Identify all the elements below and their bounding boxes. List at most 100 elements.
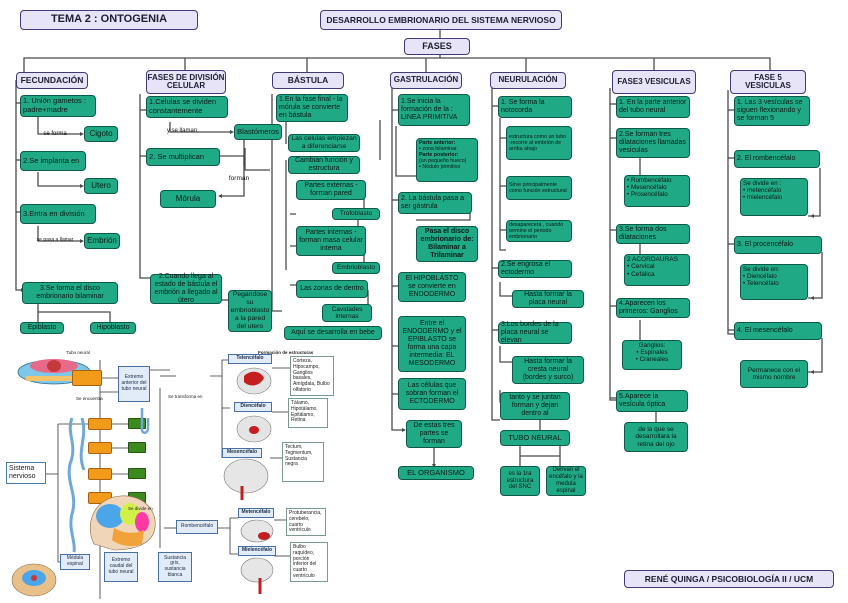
f3-acord-1: • Cervical [627,263,655,271]
bas-bebe: Aquí se desarrolla en bebe [284,326,382,340]
neu-derivan: Derivan el encéfalo y la medula espinal [546,466,586,496]
bas-zonas: Las zonas de dentro [296,280,368,298]
f3-vesiculas-list: • Rombencéfalo • Mesencéfalo • Prosencéf… [624,175,690,207]
div-forman: forman [228,175,250,183]
neu-notocorda: 1. Se forma la notocorda [498,96,572,118]
inset-top-label: Tubo neural [66,350,90,355]
gas-disco: Pasa el disco embrionario de: Bilaminar … [416,226,478,262]
fec-embrion: Embrión [84,233,120,249]
inset-tel-txt: Corteza, Hipocampo, Ganglios basales, Am… [290,356,334,396]
fec-implanta: 2.Se implanta en [20,151,86,171]
inset-orange-top [72,370,102,386]
inset-rombencefalo-box: Rombencéfalo [176,520,218,534]
gas-posterior-title: Parte posterior: [419,152,459,159]
header-neurulacion: NEURULACIÓN [490,72,566,89]
inset-spine-illustration [10,562,58,598]
div-morula: Mórula [160,190,216,208]
bas-cambian: Cambian función y estructura [288,156,360,174]
gas-linea: 1.Se inicia la formación de la : LINEA P… [398,94,470,126]
f5-mesencefalo: 4. El mesencéfalo [734,322,822,340]
fec-epiblasto: Epiblasto [20,322,64,334]
f5-rombencefalo: 2. El rombencéfalo [734,150,820,168]
gas-anterior-title: Parte anterior: [419,140,456,146]
inset-mielencefalo-label: Mielencéfalo [238,546,276,556]
f3-dos-dilataciones: 3.Se forma dos dilataciones [616,224,690,244]
inset-green-1 [128,418,146,429]
inset-orange-2 [88,442,112,454]
div-y-se-llaman: y se llaman [166,127,198,134]
brain-metencefalo-icon [240,519,274,543]
f3-list-3: • Prosencéfalo [627,191,668,199]
gas-posterior-item1: (un pequeño hueco) [419,158,467,165]
f5-romb-2: • mielencéfalo [743,194,783,202]
gas-ectodermo: Las células que sobran forman el ECTODER… [398,378,466,410]
div-blastomeros: Blastómeros [234,124,282,140]
inset-met-txt: Protuberancia, cerebelo, cuarto ventrícu… [286,508,326,536]
inset-diencefalo-label: Diencéfalo [234,402,272,412]
neu-se-juntan: tanto y se juntan forman y dejan dentro … [500,392,570,420]
inset-divide: Se divide en [128,506,153,511]
f5-romb-1: • metencéfalo [743,187,782,195]
brain-mielencefalo-icon [240,557,274,594]
header-division: FASES DE DIVISIÓN CELULAR [146,70,226,94]
header-gastrulacion: GASTRULACIÓN [390,72,462,89]
f5-proc-divide: Se divide en: • Diencéfalo • Telencéfalo [740,264,808,300]
inset-green-2 [128,442,146,453]
header-fase3: FASE3 VESICULAS [612,70,696,94]
inset-medula: Médula espinal [60,554,90,570]
gas-mesodermo: Entre el ENDODERMO y el EPIBLASTO se for… [398,316,466,372]
div-pegandose: Pegandose su embrioblasto a la pared del… [228,290,272,332]
inset-formacion: Formación de estructuras [258,350,314,355]
gas-organismo: EL ORGANISMO [398,466,474,480]
neu-snc: es la 1ra estructura del SNC [500,466,540,496]
bas-fase-final: 1.En la fase final - la mórula se convie… [276,94,348,122]
bas-internas: Partes internas - forman masa celular in… [296,226,366,256]
div-celulas: 1.Celulas se dividen constantemente [146,96,228,118]
inset-brain-2 [236,414,272,444]
bas-cavidades: Cavidades internas [322,304,372,322]
inset-die-txt: Tálamo, Hipotálamo, Epitálamo, Retina [288,398,328,428]
f3-dilataciones: 2.Se forman tres dilataciones llamadas v… [616,128,690,158]
inset-brain-1 [236,366,272,396]
f3-acord-2: • Cefálica [627,270,655,278]
f3-gang-2: • Craneales [635,356,669,364]
inset-head-illustration [84,494,164,552]
header-bastula: BÁSTULA [272,72,344,89]
neu-estructura: estructura como un tubo -recorre al embr… [506,126,572,160]
fec-hipoblasto: Hipoblasto [90,322,136,334]
f3-ganglios-list: Ganglios: • Espinales • Craneales [622,340,682,370]
bas-embrioblasto: Embrioblasto [332,262,380,274]
neu-desaparecera: desaparecera , cuando termine el periodo… [506,220,572,242]
neural-tube-icon [67,417,86,553]
inset-orange-1 [88,418,112,430]
neu-tubo: TUBO NEURAL [500,430,570,446]
inset-mie-txt: Bulbo raquídeo, porción inferior del cua… [290,542,328,582]
f5-romb-divide: Se divide en : • metencéfalo • mielencéf… [740,178,808,216]
div-cuando-llega: 2.Cuando llega al estado de bástula el e… [150,273,222,304]
f3-gang-1: • Espinales [636,349,668,357]
inset-brain-3 [222,456,270,502]
inset-extremo-caudal: Extremo caudal del tubo neural [104,552,138,582]
header-fase5: FASE 5 VESICULAS [730,70,806,94]
f5-proc-t: Se divide en: [743,266,780,273]
gas-tres-partes: De estas tres partes se forman [406,420,462,448]
inset-sustancia: Sustancia gris, sustancia blanca [158,552,192,582]
fec-division: 3.Entra en división [20,204,96,224]
desarrollo-title: DESARROLLO EMBRIONARIO DEL SISTEMA NERVI… [320,10,562,30]
inset-extremo-anterior: Extremo anterior del tubo neural [118,366,150,402]
brain-red-icon [236,367,272,395]
f5-romb-t: Se divide en : [743,180,782,187]
inset-se-encuentra: Se encuentra [76,396,103,401]
f5-flexionando: 1. Las 3 vesículas se siguen flexionando… [734,96,810,126]
signature: RENÉ QUINGA / PSICOBIOLOGÍA II / UCM [624,570,834,588]
inset-brain-4 [240,518,274,544]
inset-mes-txt: Tectum, Tegmentum, Sustancia negra [282,442,324,482]
f3-acordauras: 2 ACORDAURAS • Cervical • Cefálica [624,254,690,286]
fec-se-forma: se forma [43,130,67,137]
gas-anterior-item: • zona bilaminar. [419,146,458,153]
embryo-top-icon [17,359,91,385]
tema-title: TEMA 2 : ONTOGENIA [20,10,198,30]
fec-union: 1. Unión gametos : padre+madre [20,95,96,117]
bas-diferenciarse: Las celulas empiezan a diferenciarse [288,134,360,152]
fec-cigoto: Cigoto [84,126,118,142]
